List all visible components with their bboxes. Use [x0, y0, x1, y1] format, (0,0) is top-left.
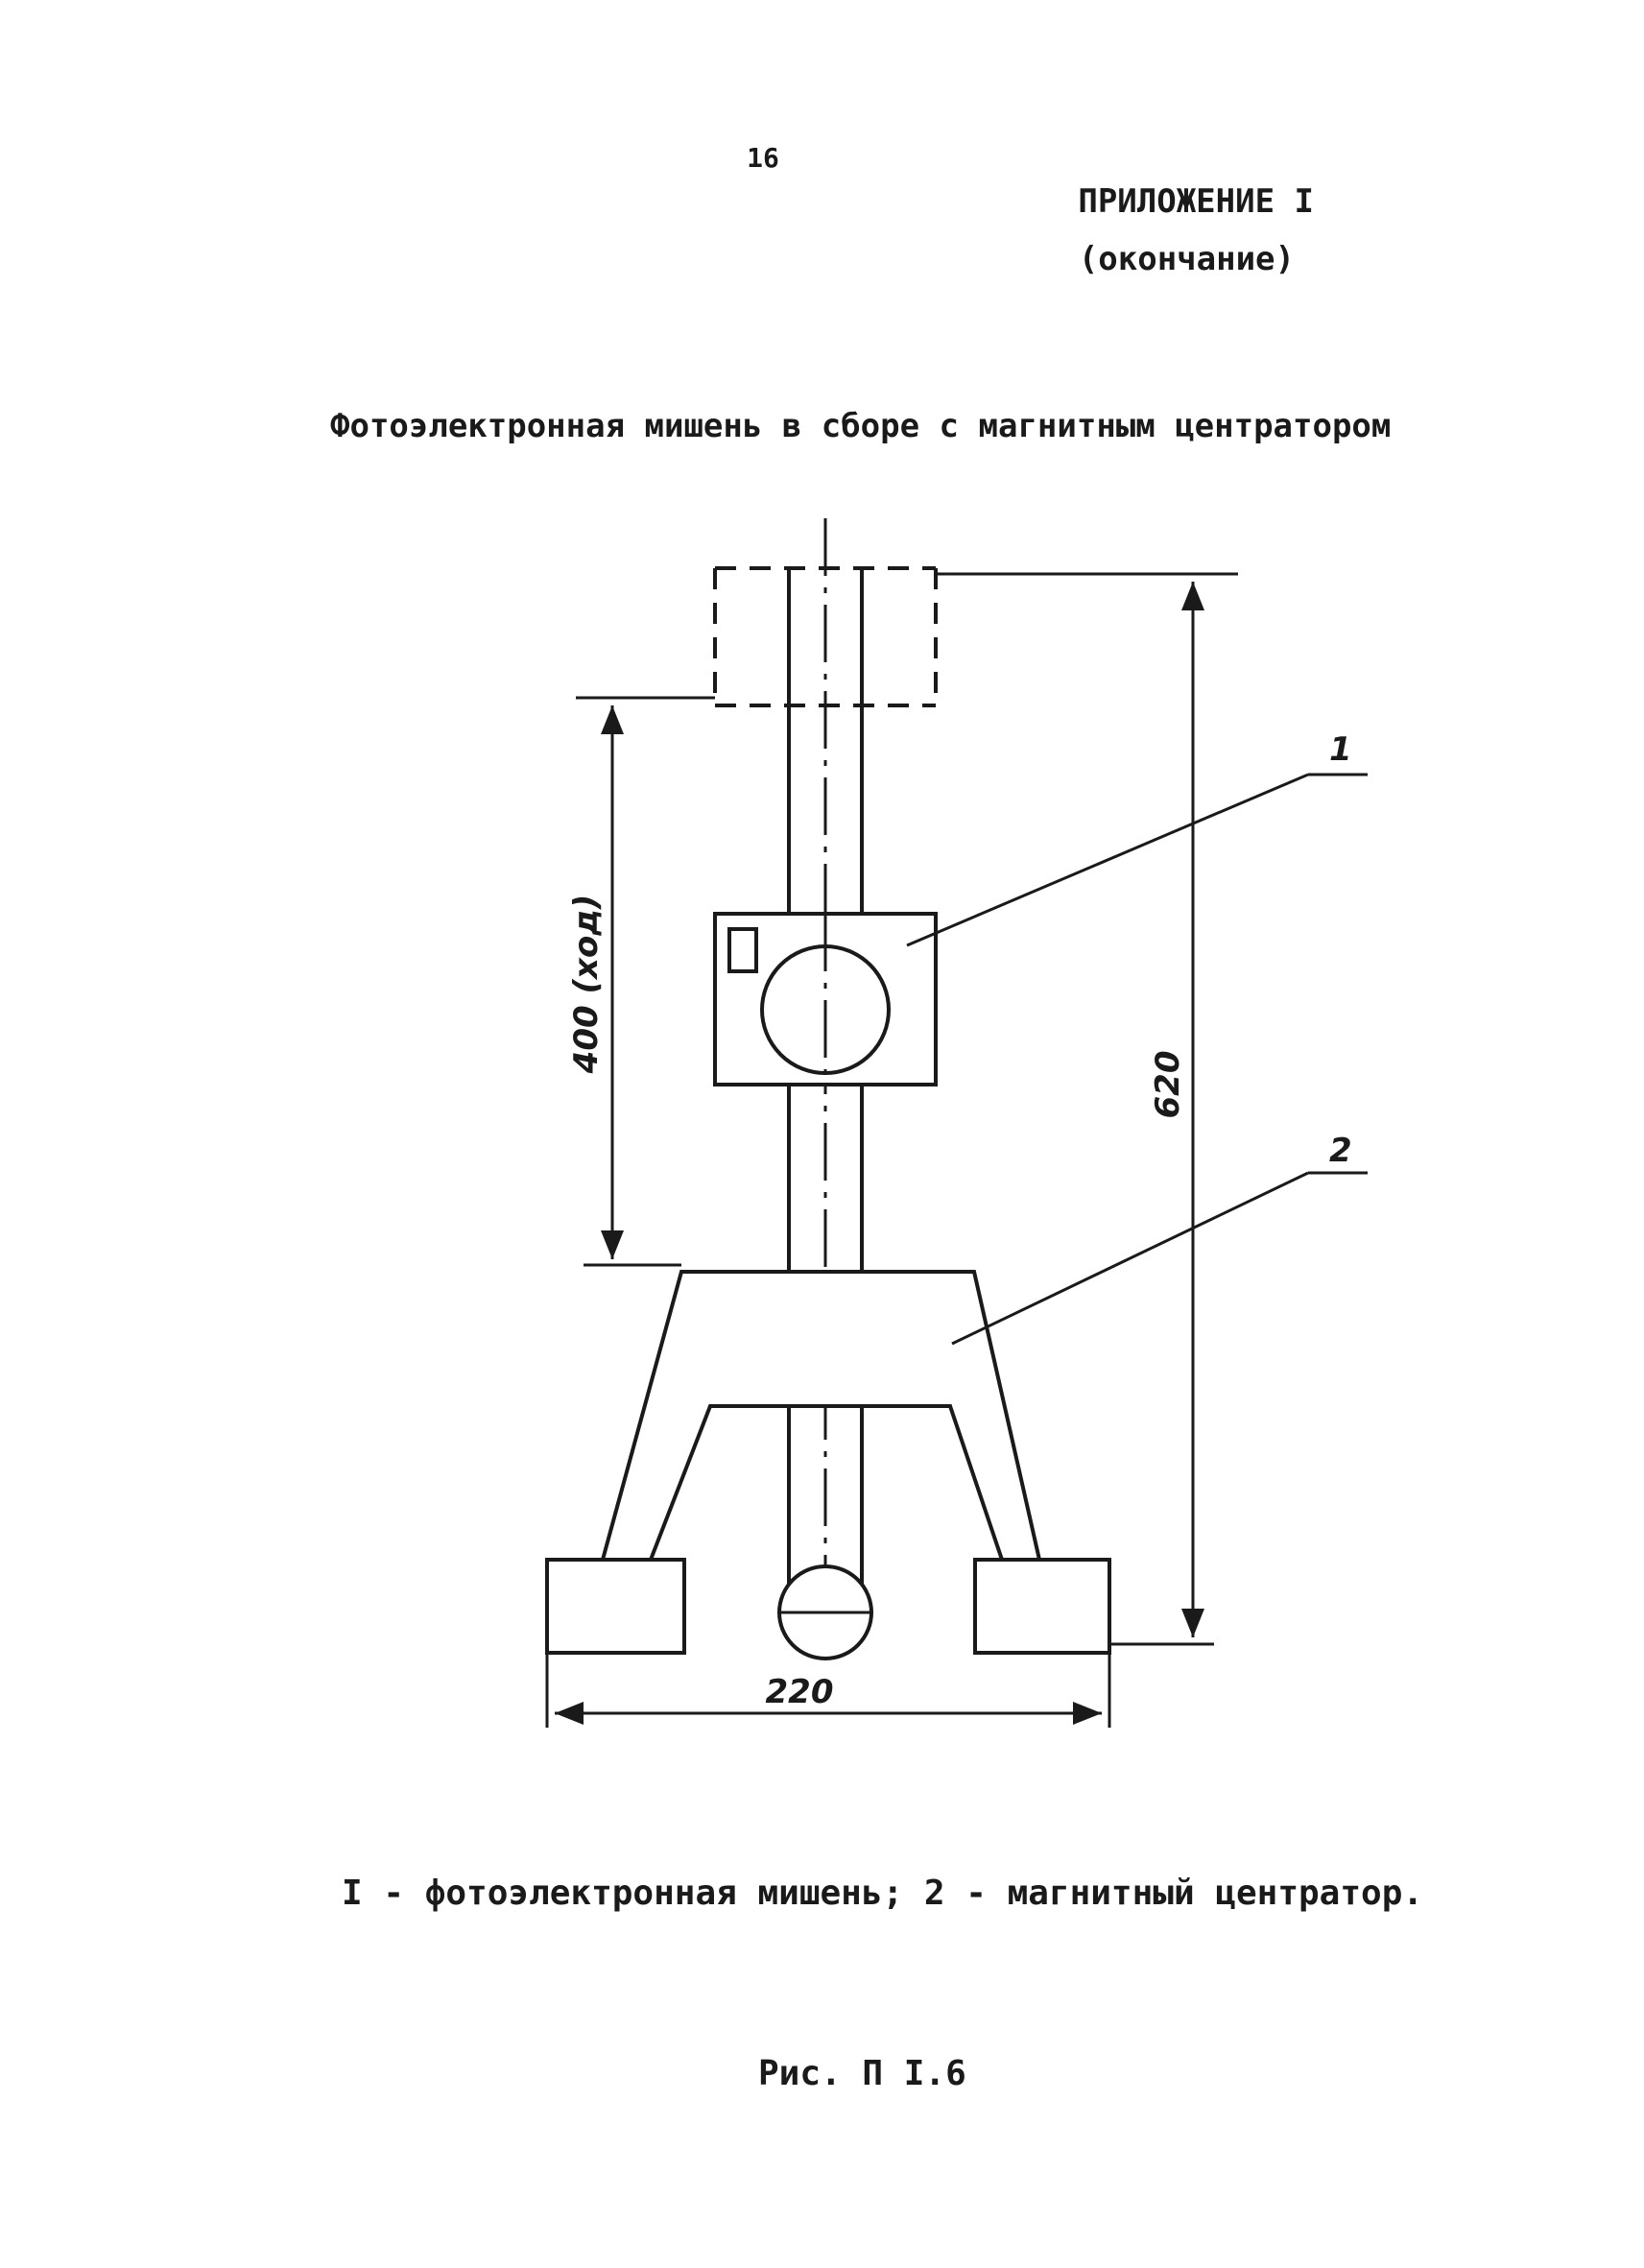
leader-centrator	[951, 1171, 1368, 1346]
photoelectronic-target	[713, 912, 938, 1086]
magnetic-centrator	[545, 1270, 1111, 1660]
dimension-height	[936, 572, 1238, 1646]
callout-1-label: 1	[1329, 730, 1352, 769]
figure-legend: I - фотоэлектронная мишень; 2 - магнитны…	[342, 1874, 1424, 1913]
dimension-width	[545, 1653, 1111, 1728]
appendix-title: ПРИЛОЖЕНИЕ I	[1078, 182, 1314, 221]
target-upper-position	[713, 566, 938, 707]
figure-title: Фотоэлектронная мишень в сборе с магнитн…	[330, 407, 1392, 445]
appendix-subtitle: (окончание)	[1078, 240, 1295, 278]
figure-number: Рис. П I.6	[758, 2054, 966, 2093]
dimension-width-label: 220	[766, 1673, 834, 1711]
callout-2-label: 2	[1329, 1132, 1352, 1170]
leader-target	[906, 773, 1368, 947]
dimension-height-label: 620	[1149, 1051, 1187, 1119]
page-number: 16	[747, 142, 779, 174]
dimension-stroke-label: 400 (ход)	[567, 895, 606, 1075]
dimension-stroke	[576, 696, 715, 1267]
